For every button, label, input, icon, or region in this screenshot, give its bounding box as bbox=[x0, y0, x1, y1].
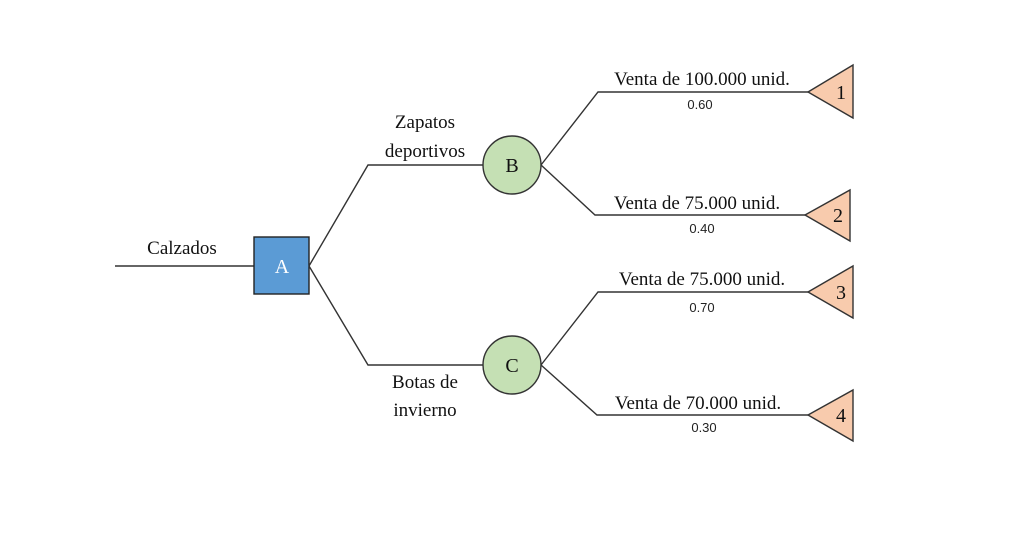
outcome-line-2 bbox=[540, 164, 805, 216]
outcome-line-1 bbox=[540, 91, 808, 166]
branch-line-c bbox=[308, 265, 483, 366]
branch-line-b bbox=[308, 164, 483, 267]
terminal-node-3-label: 3 bbox=[836, 282, 846, 304]
outcome-label-4: Venta de 70.000 unid. bbox=[615, 393, 781, 414]
outcome-probability-2: 0.40 bbox=[689, 221, 714, 236]
outcome-line-3 bbox=[540, 291, 808, 366]
terminal-node-2-label: 2 bbox=[833, 205, 843, 227]
outcome-label-3: Venta de 75.000 unid. bbox=[619, 269, 785, 290]
branch-label-c-2: invierno bbox=[393, 400, 456, 421]
terminal-node-4 bbox=[806, 388, 854, 443]
decision-node-label: A bbox=[275, 256, 290, 278]
terminal-node-2 bbox=[803, 188, 851, 243]
terminal-node-1 bbox=[806, 63, 854, 120]
terminal-node-3 bbox=[806, 264, 854, 320]
terminal-node-1-label: 1 bbox=[836, 82, 846, 104]
outcome-probability-3: 0.70 bbox=[689, 300, 714, 315]
chance-node-c-label: C bbox=[505, 355, 518, 377]
outcome-line-4 bbox=[540, 364, 808, 416]
branch-label-b-1: Zapatos bbox=[395, 112, 455, 133]
outcome-probability-4: 0.30 bbox=[691, 420, 716, 435]
outcome-probability-1: 0.60 bbox=[687, 97, 712, 112]
outcome-label-2: Venta de 75.000 unid. bbox=[614, 193, 780, 214]
branch-label-b-2: deportivos bbox=[385, 141, 465, 162]
branch-label-c-1: Botas de bbox=[392, 372, 458, 393]
outcome-label-1: Venta de 100.000 unid. bbox=[614, 69, 790, 90]
chance-node-b-label: B bbox=[505, 155, 518, 177]
terminal-node-4-label: 4 bbox=[836, 405, 846, 427]
root-label: Calzados bbox=[147, 238, 217, 259]
